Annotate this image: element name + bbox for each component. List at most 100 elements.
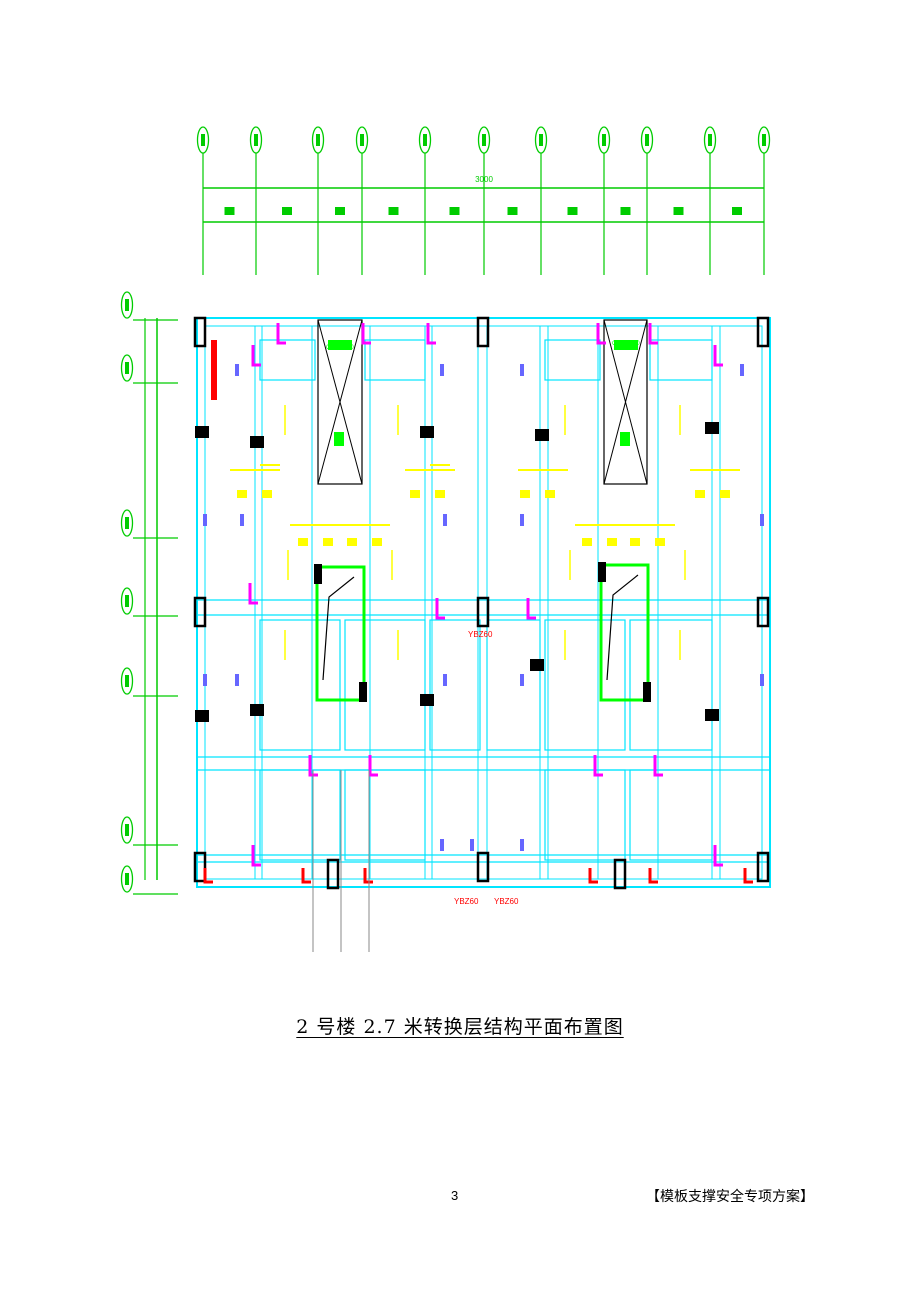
column bbox=[476, 851, 490, 883]
annotation-mark bbox=[250, 436, 264, 448]
red-label-2: YBZ60 bbox=[454, 897, 479, 906]
top-grid-axes bbox=[196, 126, 771, 275]
structural-plan-drawing: 3000 YBZ60 YBZ60 YBZ60 GBZ1-100 GBZ1-100 bbox=[120, 126, 771, 952]
blue-mark bbox=[235, 674, 239, 686]
blue-mark bbox=[760, 674, 764, 686]
label-tag bbox=[298, 538, 308, 546]
label-tag bbox=[323, 538, 333, 546]
shaft-tag bbox=[334, 432, 344, 446]
axis-bubble-mark bbox=[125, 299, 129, 311]
core-column bbox=[359, 682, 367, 702]
elevator-shaft bbox=[317, 319, 363, 485]
green-label-2: GBZ1-100 bbox=[612, 341, 640, 347]
axis-bubble bbox=[120, 865, 134, 893]
span-dimension-mark bbox=[282, 207, 292, 215]
axis-bubble-mark bbox=[125, 362, 129, 374]
elevator-cross bbox=[603, 319, 648, 485]
blue-mark bbox=[760, 514, 764, 526]
axis-bubble-mark bbox=[125, 824, 129, 836]
span-dimension-mark bbox=[335, 207, 345, 215]
wall-stub bbox=[648, 323, 658, 345]
blue-mark bbox=[440, 839, 444, 851]
span-dimension-mark bbox=[673, 207, 684, 215]
blue-mark bbox=[520, 674, 524, 686]
label-tag bbox=[347, 538, 357, 546]
label-tag bbox=[372, 538, 382, 546]
axis-bubble-mark bbox=[482, 134, 486, 146]
axis-bubble-mark bbox=[708, 134, 712, 146]
inner-wall bbox=[204, 325, 763, 880]
blue-mark bbox=[203, 674, 207, 686]
room-outline bbox=[544, 339, 601, 381]
axis-bubble-mark bbox=[602, 134, 606, 146]
wall-stub bbox=[426, 323, 436, 345]
blue-mark bbox=[443, 674, 447, 686]
blue-mark bbox=[443, 514, 447, 526]
core-column bbox=[598, 562, 606, 582]
label-tag bbox=[237, 490, 247, 498]
axis-bubble-mark bbox=[762, 134, 766, 146]
span-dimension-mark bbox=[507, 207, 518, 215]
room-outline bbox=[486, 619, 541, 751]
axis-bubble bbox=[120, 816, 134, 844]
column bbox=[193, 316, 207, 348]
wall-stub bbox=[593, 755, 603, 777]
figure-caption: 2 号楼 2.7 米转换层结构平面布置图 bbox=[296, 1016, 624, 1038]
axis-bubble-mark bbox=[125, 675, 129, 687]
axis-bubble bbox=[120, 587, 134, 615]
wall-stub bbox=[361, 323, 371, 345]
room-outline bbox=[259, 619, 341, 751]
column bbox=[193, 596, 207, 628]
label-tag bbox=[695, 490, 705, 498]
blue-mark bbox=[203, 514, 207, 526]
span-dimension-mark bbox=[449, 207, 460, 215]
label-tag bbox=[545, 490, 555, 498]
structural-features bbox=[193, 316, 770, 952]
span-dimension-mark bbox=[567, 207, 578, 215]
axis-bubble-mark bbox=[125, 595, 129, 607]
axis-bubble-mark bbox=[360, 134, 364, 146]
column bbox=[326, 858, 340, 890]
core-column bbox=[314, 564, 322, 584]
red-tag bbox=[203, 868, 213, 884]
label-tag bbox=[720, 490, 730, 498]
shaft-tag bbox=[620, 432, 630, 446]
green-label-1: GBZ1-100 bbox=[326, 345, 354, 351]
column bbox=[756, 596, 770, 628]
label-tag bbox=[582, 538, 592, 546]
document-title: 【模板支撑安全专项方案】 bbox=[646, 1189, 814, 1205]
page-number: 3 bbox=[451, 1188, 459, 1203]
wall-stub bbox=[435, 598, 445, 620]
wall-stub bbox=[368, 755, 378, 777]
elevator-shaft bbox=[603, 319, 648, 485]
span-dimension-mark bbox=[388, 207, 399, 215]
annotation-mark bbox=[530, 659, 544, 671]
wall-stub bbox=[653, 755, 663, 777]
label-tag bbox=[262, 490, 272, 498]
wall-stub bbox=[596, 323, 606, 345]
annotation-mark bbox=[195, 710, 209, 722]
blue-mark bbox=[740, 364, 744, 376]
room-outline bbox=[649, 339, 713, 381]
axis-bubble bbox=[120, 354, 134, 382]
wall-stub bbox=[251, 345, 261, 367]
axis-bubble-mark bbox=[254, 134, 258, 146]
wall-stub bbox=[276, 323, 286, 345]
total-dimension-label: 3000 bbox=[475, 175, 493, 184]
label-tag bbox=[520, 490, 530, 498]
red-label-3: YBZ60 bbox=[494, 897, 519, 906]
red-tag bbox=[588, 868, 598, 884]
stair-core bbox=[315, 565, 366, 702]
axis-bubble bbox=[120, 291, 134, 319]
red-tag-vertical bbox=[211, 340, 217, 400]
room-outline bbox=[429, 619, 481, 751]
axis-bubble bbox=[120, 509, 134, 537]
label-tag bbox=[655, 538, 665, 546]
column bbox=[756, 851, 770, 883]
wall-stub bbox=[251, 845, 261, 867]
blue-mark bbox=[520, 364, 524, 376]
column bbox=[476, 596, 490, 628]
wall-stub bbox=[526, 598, 536, 620]
room-outline bbox=[544, 769, 626, 861]
room-outline bbox=[544, 619, 626, 751]
